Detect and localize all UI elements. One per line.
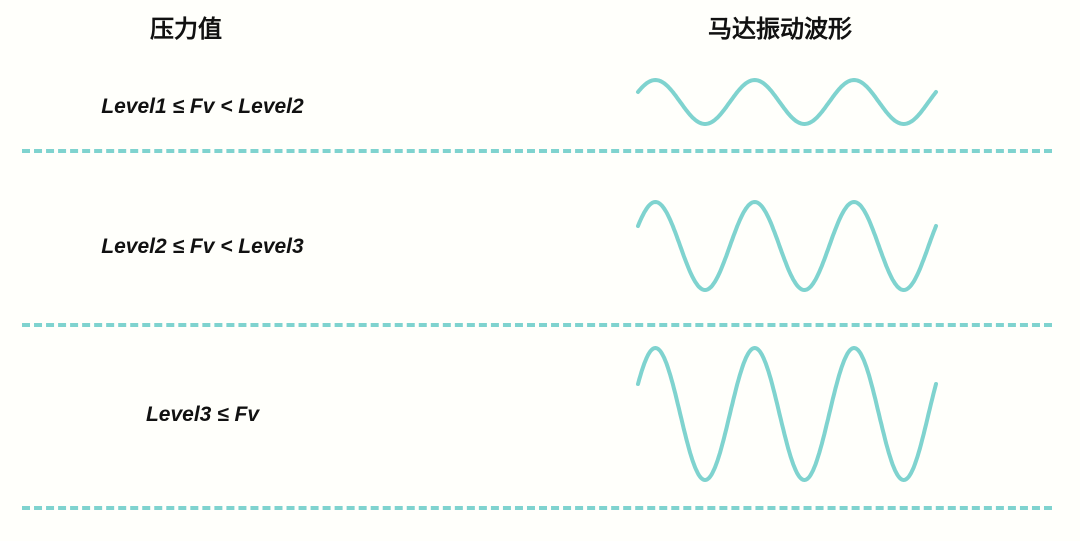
row-1-waveform xyxy=(636,78,938,126)
waveform-column-header: 马达振动波形 xyxy=(708,15,852,43)
row-1-pressure-label: Level1 ≤ Fv < Level2 xyxy=(101,95,304,118)
pressure-column-header: 压力值 xyxy=(150,15,222,43)
row-2-pressure-label: Level2 ≤ Fv < Level3 xyxy=(101,235,304,258)
row-3-waveform xyxy=(636,346,938,482)
row-3-divider xyxy=(22,506,1052,510)
row-2-divider xyxy=(22,323,1052,327)
row-1-divider xyxy=(22,149,1052,153)
row-3-pressure-label: Level3 ≤ Fv xyxy=(145,403,260,426)
row-2-waveform xyxy=(636,200,938,292)
